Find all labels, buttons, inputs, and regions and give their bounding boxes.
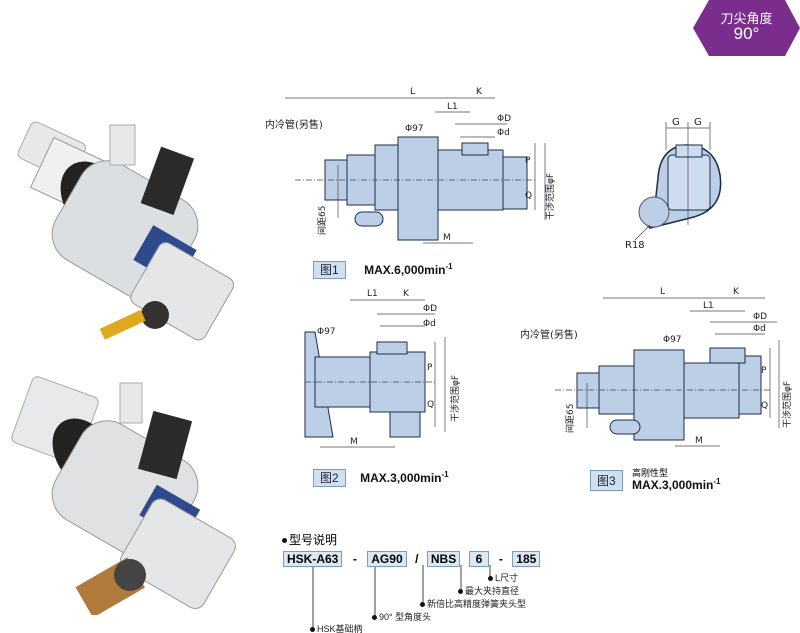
figure-1-drawing: L K L1 ΦD Φd Φ97 P Q 干涉范围φF 内冷管(另售) 间距65…: [265, 87, 555, 244]
dim-K: K: [476, 87, 483, 97]
badge-angle: 90°: [733, 24, 760, 43]
dim-L: L: [410, 87, 415, 97]
figure-3-speed: MAX.3,000min-1: [632, 477, 721, 492]
dim-phid: Φd: [753, 324, 766, 334]
desc-clamp: 最大夹持直径: [458, 584, 519, 597]
dim-phiD: ΦD: [423, 304, 437, 314]
dim-G-left: G: [672, 117, 680, 128]
dim-range: 干涉范围φF: [781, 381, 793, 428]
dim-M: M: [350, 437, 358, 447]
code-head: AG90: [367, 551, 407, 567]
dim-phiD: ΦD: [497, 114, 511, 124]
code-collet: NBS: [426, 551, 461, 567]
figure-2-caption: 图2 MAX.3,000min-1: [313, 469, 449, 487]
dim-P: P: [427, 363, 433, 373]
product-photo-1: [17, 121, 235, 341]
dim-K: K: [403, 289, 410, 299]
spacing-note: 间距65: [316, 206, 328, 235]
dim-phid: Φd: [423, 319, 436, 329]
figure-2-label: 图2: [313, 469, 346, 487]
dim-phiD: ΦD: [753, 312, 767, 322]
hexagon-shape: [693, 0, 800, 56]
dim-Q: Q: [427, 400, 434, 410]
dim-P: P: [761, 366, 767, 376]
figure-1-label: 图1: [313, 261, 346, 279]
dim-L1: L1: [703, 301, 714, 311]
tool-angle-badge: 刀尖角度 90°: [693, 0, 800, 56]
coolant-note: 内冷管(另售): [265, 118, 323, 131]
dim-G-right: G: [694, 117, 702, 128]
model-code: HSK-A63 - AG90 / NBS 6 - 185: [283, 550, 541, 568]
dim-R18: R18: [625, 240, 645, 251]
code-clamp: 6: [468, 551, 490, 567]
figure-3-label: 图3: [590, 470, 623, 491]
model-heading: 型号说明: [282, 531, 337, 548]
dim-P: P: [525, 156, 531, 166]
figure-2-speed: MAX.3,000min-1: [360, 470, 449, 485]
dim-phi97: Φ97: [405, 124, 424, 134]
code-shank: HSK-A63: [283, 551, 343, 567]
coolant-note: 内冷管(另售): [520, 328, 578, 341]
model-leader-lines: [312, 565, 491, 628]
code-length: 185: [512, 551, 541, 567]
desc-head: 90° 型角度头: [372, 610, 431, 623]
dim-Q: Q: [761, 401, 768, 411]
dim-phi97: Φ97: [317, 327, 336, 337]
dim-M: M: [443, 233, 451, 243]
dim-range: 干涉范围φF: [544, 173, 555, 220]
dim-phi97: Φ97: [663, 335, 682, 345]
spacing-note: 间距65: [564, 404, 576, 433]
product-photo-2: [11, 376, 236, 615]
badge-title: 刀尖角度: [720, 11, 773, 26]
dim-M: M: [695, 436, 703, 446]
desc-collet: 新倍比高精度弹簧夹头型: [420, 597, 526, 610]
dim-Q: Q: [525, 191, 532, 201]
dim-L1: L1: [447, 102, 458, 112]
dim-range: 干涉范围φF: [449, 375, 461, 422]
desc-shank: HSK基础柄: [310, 622, 363, 633]
dim-K: K: [733, 287, 740, 297]
figure-1-caption: 图1 MAX.6,000min-1: [313, 261, 453, 279]
figure-3-note: 高刚性型: [632, 468, 669, 478]
dim-L: L: [660, 287, 665, 297]
dim-phid: Φd: [497, 128, 510, 138]
desc-length: L尺寸: [488, 571, 518, 584]
dim-L1: L1: [367, 289, 378, 299]
end-view-drawing: G G R18: [625, 117, 722, 251]
figure-1-speed: MAX.6,000min-1: [364, 262, 453, 277]
figure-3-drawing: L K L1 ΦD Φd Φ97 P Q 干涉范围φF 内冷管(另售) 间距65…: [520, 287, 793, 447]
figure-2-drawing: L1 K ΦD Φd Φ97 P Q 干涉范围φF M: [304, 289, 461, 448]
